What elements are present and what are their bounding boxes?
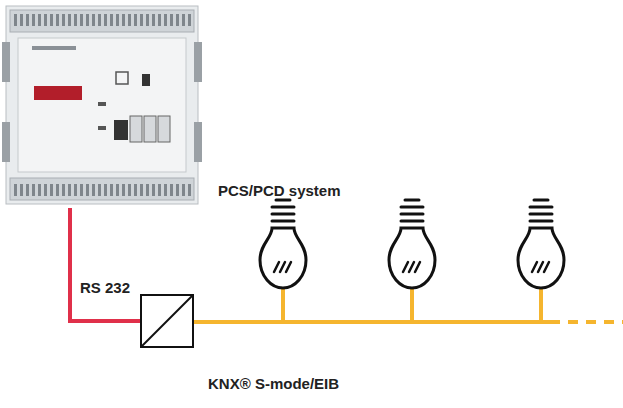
edge-label: RS 232 (78, 279, 132, 296)
knx-bus (194, 288, 623, 322)
rs232-cable (70, 208, 140, 321)
interface-converter: KNX® S-mode/EIB (140, 294, 194, 348)
light-bulbs (260, 200, 564, 288)
system-label: PCS/PCD system (218, 182, 341, 199)
plc-device (2, 2, 202, 208)
converter-symbol (140, 294, 194, 348)
plc-controller: PCS/PCD system (2, 2, 202, 208)
bus-label: KNX® S-mode/EIB (208, 375, 339, 392)
